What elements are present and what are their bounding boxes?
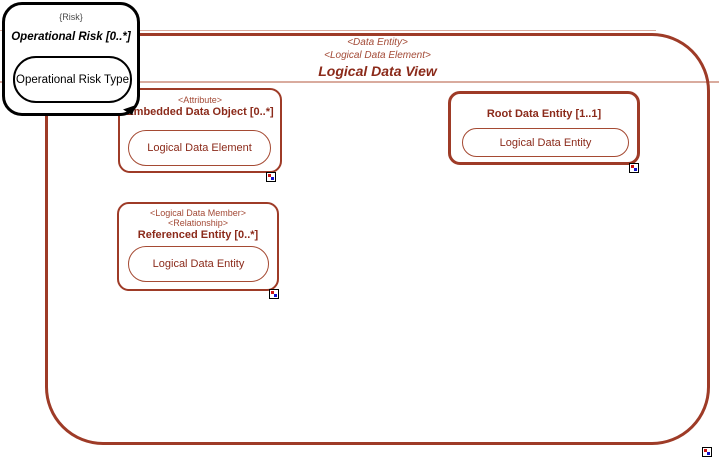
frame-stereotype-data-entity: <Data Entity> [347,37,408,48]
composite-diagram-icon-frame[interactable] [702,447,712,457]
root-title: Root Data Entity [1..1] [486,108,602,120]
composite-diagram-icon-referenced[interactable] [269,289,279,299]
black-arrowhead-icon [123,105,136,115]
risk-title: Operational Risk [0..*] [11,31,131,43]
name-compartment-separator [0,81,719,83]
top-compartment-line [0,30,656,31]
referenced-title: Referenced Entity [0..*] [137,229,259,241]
node-logical-data-element[interactable]: Logical Data Element [128,130,271,166]
node-embedded-data-object[interactable]: <Attribute> Embedded Data Object [0..*] … [118,88,282,173]
node-operational-risk-type[interactable]: Operational Risk Type [13,56,132,103]
node-operational-risk[interactable]: {Risk} Operational Risk [0..*] Operation… [2,2,140,116]
logical-data-view-header: <Data Entity> <Logical Data Element> Log… [45,36,710,80]
referenced-stereotype-relationship: <Relationship> [167,218,229,228]
embedded-title: Embedded Data Object [0..*] [126,106,274,118]
composite-diagram-icon-embedded[interactable] [266,172,276,182]
risk-tagged-value: {Risk} [59,12,83,22]
node-referenced-entity[interactable]: <Logical Data Member> <Relationship> Ref… [117,202,279,291]
embedded-stereotype: <Attribute> [177,95,223,105]
referenced-stereotype-logical-data-member: <Logical Data Member> [149,208,247,218]
node-root-data-entity[interactable]: Root Data Entity [1..1] Logical Data Ent… [448,91,640,165]
logical-data-view-frame[interactable] [45,33,710,445]
frame-stereotype-logical-data-element: <Logical Data Element> [324,50,431,61]
frame-title: Logical Data View [318,63,437,79]
composite-diagram-icon-root[interactable] [629,163,639,173]
node-logical-data-entity-root[interactable]: Logical Data Entity [462,128,629,157]
node-logical-data-entity-referenced[interactable]: Logical Data Entity [128,246,269,282]
